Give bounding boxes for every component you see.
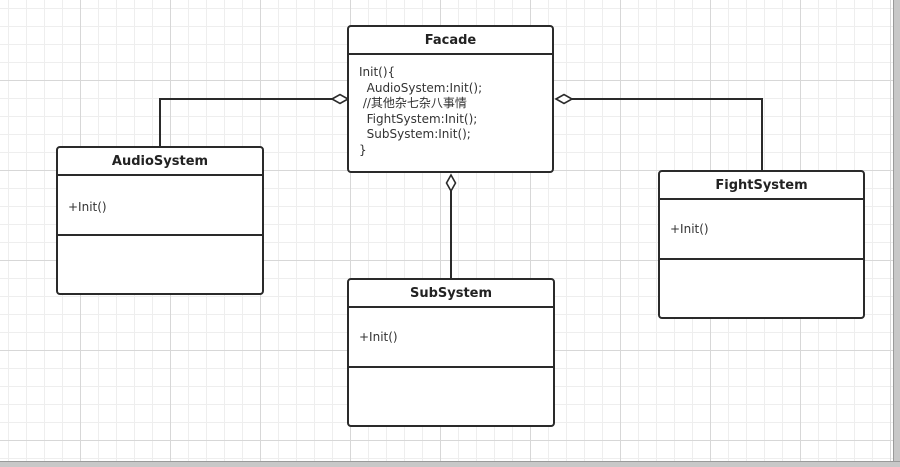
facade-code-line: SubSystem:Init(); [359, 127, 471, 141]
fight-aggregation-diamond [554, 93, 574, 105]
facade-class-name: Facade [349, 27, 552, 55]
audio-aggregation-diamond [330, 93, 350, 105]
sub-system-init-method: +Init() [359, 330, 398, 344]
sub-system-class[interactable]: SubSystem +Init() [347, 278, 555, 427]
sub-system-methods: +Init() [349, 308, 553, 368]
fight-system-init-method: +Init() [670, 222, 709, 236]
audio-system-class[interactable]: AudioSystem +Init() [56, 146, 264, 295]
fight-system-class-name: FightSystem [660, 172, 863, 200]
facade-code-line: Init(){ [359, 65, 396, 79]
audio-system-init-method: +Init() [68, 200, 107, 214]
sub-system-class-name: SubSystem [349, 280, 553, 308]
fight-system-empty-compartment [660, 260, 863, 317]
sub-aggregation-diamond [445, 173, 457, 193]
fight-system-methods: +Init() [660, 200, 863, 260]
audio-facade-connector [159, 98, 332, 148]
facade-class[interactable]: Facade Init(){ AudioSystem:Init(); //其他杂… [347, 25, 554, 173]
sub-system-empty-compartment [349, 368, 553, 425]
facade-code-line: //其他杂七杂八事情 [359, 96, 467, 110]
facade-code-line: FightSystem:Init(); [359, 111, 478, 126]
audio-system-methods: +Init() [58, 176, 262, 236]
fight-system-class[interactable]: FightSystem +Init() [658, 170, 865, 319]
facade-class-body: Init(){ AudioSystem:Init(); //其他杂七杂八事情 F… [349, 55, 552, 168]
fight-facade-connector [572, 98, 763, 172]
canvas-right-edge [893, 0, 900, 467]
canvas-bottom-edge [0, 461, 900, 467]
facade-code-line: } [359, 142, 367, 157]
facade-code-line: AudioSystem:Init(); [359, 80, 483, 95]
audio-system-empty-compartment [58, 236, 262, 293]
audio-system-class-name: AudioSystem [58, 148, 262, 176]
